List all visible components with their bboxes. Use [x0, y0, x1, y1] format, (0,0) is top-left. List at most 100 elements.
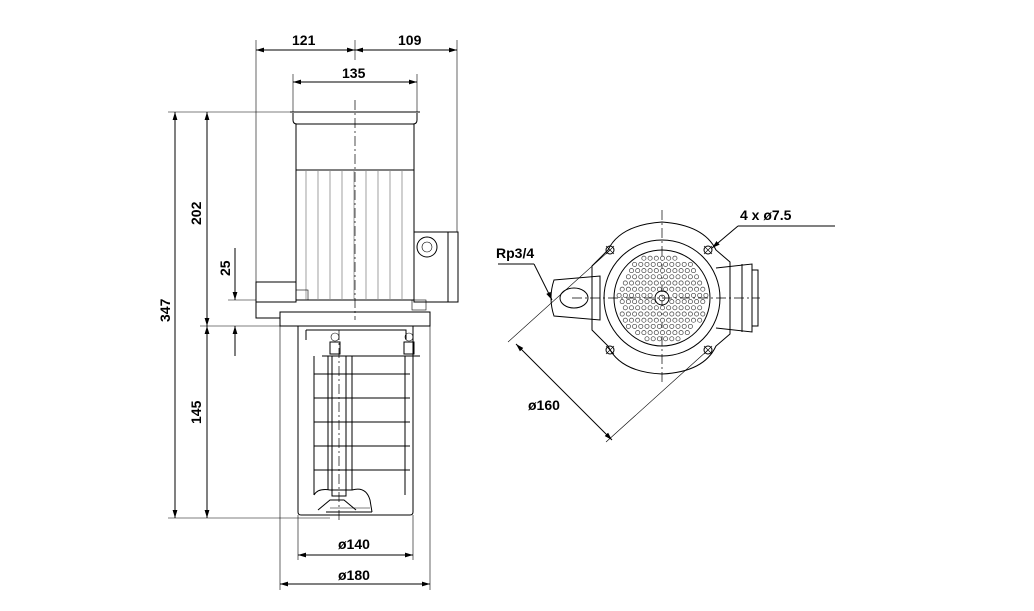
strainer-screen — [616, 255, 709, 342]
screen-hole — [678, 280, 684, 286]
screen-hole — [641, 292, 647, 298]
screen-hole — [678, 305, 684, 311]
screen-hole — [675, 299, 681, 305]
screen-hole — [629, 317, 634, 323]
screen-hole — [675, 336, 681, 342]
screen-hole — [687, 286, 693, 292]
screen-hole — [638, 261, 644, 267]
dim-dia-180: ø180 — [338, 567, 370, 583]
screen-hole — [656, 261, 662, 267]
screen-hole — [625, 311, 631, 317]
screen-hole — [684, 280, 690, 286]
screen-hole — [687, 299, 693, 305]
screen-hole — [681, 311, 687, 317]
screen-hole — [660, 268, 665, 274]
screen-hole — [666, 268, 672, 274]
top-view — [550, 210, 760, 385]
screen-hole — [681, 299, 687, 305]
screen-hole — [632, 274, 638, 280]
screen-hole — [638, 299, 644, 305]
screen-hole — [681, 261, 687, 267]
screen-hole — [635, 317, 641, 323]
screen-hole — [675, 261, 681, 267]
screen-hole — [638, 274, 644, 280]
screen-hole — [629, 305, 634, 311]
screen-hole — [697, 317, 703, 323]
screen-hole — [663, 286, 669, 292]
screen-hole — [650, 311, 656, 317]
screen-hole — [647, 268, 653, 274]
screen-hole — [625, 274, 631, 280]
dim-347: 347 — [157, 298, 173, 322]
screen-hole — [694, 286, 700, 292]
dim-dia-140: ø140 — [338, 536, 370, 552]
screen-hole — [635, 292, 641, 298]
screen-hole — [647, 317, 653, 323]
screen-hole — [653, 255, 659, 261]
screen-hole — [669, 311, 675, 317]
screen-hole — [669, 286, 675, 292]
screen-hole — [669, 274, 675, 280]
screen-hole — [650, 336, 656, 342]
screen-hole — [691, 268, 696, 274]
screen-hole — [684, 317, 690, 323]
screen-hole — [622, 317, 628, 323]
screen-hole — [672, 292, 678, 298]
screen-hole — [694, 299, 700, 305]
screen-hole — [647, 280, 653, 286]
screen-hole — [622, 305, 628, 311]
screen-hole — [687, 274, 693, 280]
screen-hole — [647, 255, 653, 261]
screen-hole — [663, 261, 669, 267]
screen-hole — [672, 317, 678, 323]
screen-hole — [672, 268, 678, 274]
screen-hole — [635, 268, 641, 274]
screen-hole — [635, 305, 641, 311]
screen-hole — [641, 268, 647, 274]
screen-hole — [653, 305, 659, 311]
screen-hole — [632, 311, 638, 317]
screen-hole — [675, 274, 681, 280]
screen-hole — [700, 286, 706, 292]
screen-hole — [678, 268, 684, 274]
screen-hole — [663, 336, 669, 342]
screen-hole — [629, 280, 634, 286]
screen-hole — [681, 323, 687, 329]
screen-hole — [666, 330, 672, 336]
screen-hole — [684, 330, 690, 336]
screen-hole — [660, 305, 665, 311]
screen-hole — [678, 317, 684, 323]
screen-hole — [703, 292, 709, 298]
screen-hole — [687, 311, 693, 317]
screen-hole — [625, 323, 631, 329]
screen-hole — [653, 330, 659, 336]
screen-hole — [644, 299, 650, 305]
screen-hole — [635, 280, 641, 286]
screen-hole — [678, 292, 684, 298]
screen-hole — [694, 274, 700, 280]
screen-hole — [687, 323, 693, 329]
screen-hole — [666, 305, 672, 311]
side-view — [255, 100, 459, 520]
screen-hole — [644, 286, 650, 292]
impeller-stages — [313, 356, 410, 495]
screen-hole — [622, 280, 628, 286]
screen-hole — [672, 305, 678, 311]
dim-202: 202 — [188, 201, 204, 225]
screen-hole — [644, 261, 650, 267]
screen-hole — [684, 305, 690, 311]
screen-hole — [632, 261, 638, 267]
screen-hole — [656, 336, 662, 342]
screen-hole — [675, 286, 681, 292]
screen-hole — [629, 268, 634, 274]
screen-hole — [681, 274, 687, 280]
screen-hole — [653, 268, 659, 274]
screen-hole — [656, 311, 662, 317]
screen-hole — [672, 330, 678, 336]
label-bolt-holes: 4 x ø7.5 — [740, 207, 792, 223]
screen-hole — [666, 280, 672, 286]
screen-hole — [691, 317, 696, 323]
screen-hole — [700, 299, 706, 305]
screen-hole — [650, 286, 656, 292]
